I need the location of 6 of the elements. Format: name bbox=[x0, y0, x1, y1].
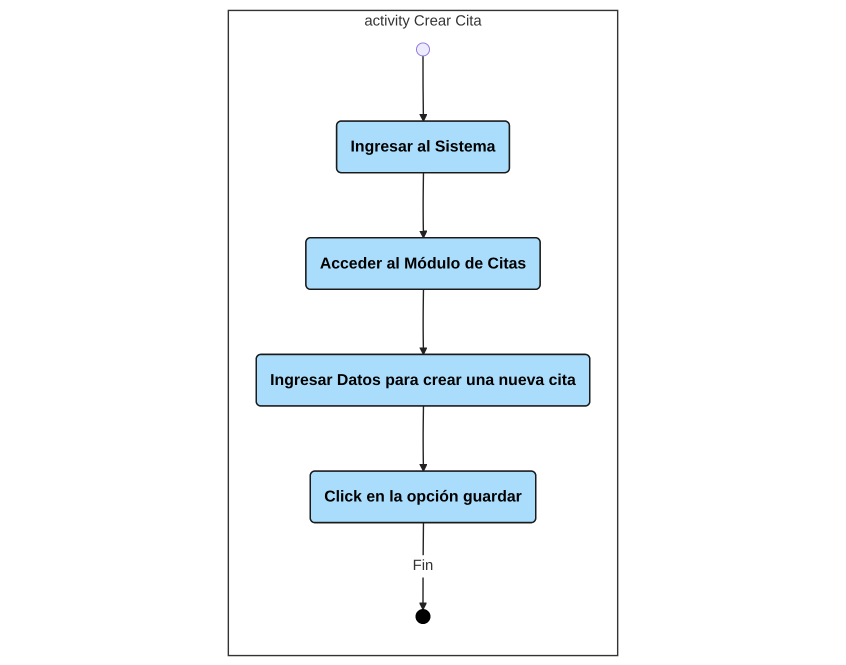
arrow bbox=[419, 406, 428, 472]
edge-label: Fin bbox=[412, 557, 434, 574]
arrow bbox=[419, 172, 428, 238]
node-circle bbox=[416, 42, 430, 56]
arrow bbox=[419, 289, 428, 355]
arrow bbox=[419, 55, 428, 122]
